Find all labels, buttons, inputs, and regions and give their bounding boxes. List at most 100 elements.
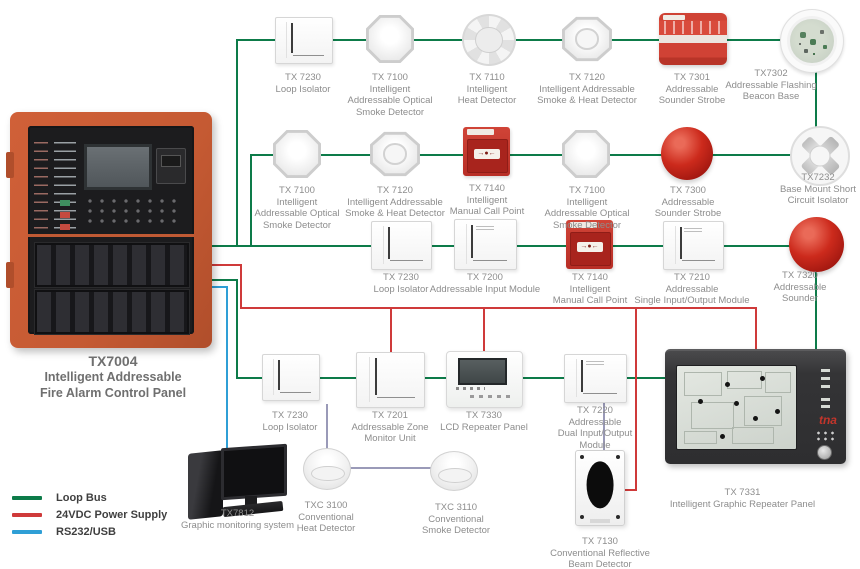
zone-led-dot xyxy=(734,400,740,406)
zone-led-dot xyxy=(774,409,780,415)
label-line: Heat Detector xyxy=(296,523,356,534)
wire-loop-bus-riser-right1 xyxy=(815,39,817,157)
label-line: Heat Detector xyxy=(457,95,517,106)
label-line: Smoke Detector xyxy=(552,219,622,231)
screw xyxy=(616,515,620,519)
label-line: Addressable xyxy=(773,281,827,293)
beam-lens xyxy=(586,461,614,509)
device-tx7210-single-io-module xyxy=(663,221,724,270)
wire-loop-bus-riser-left4 xyxy=(236,279,238,379)
status-led xyxy=(820,376,830,380)
label-line: LCD Repeater Panel xyxy=(440,421,528,433)
label-line: Manual Call Point xyxy=(552,295,628,306)
label-line: Intelligent Addressable xyxy=(347,196,443,208)
panel-divider xyxy=(28,234,194,237)
wire-loop-bus-row1 xyxy=(236,39,814,41)
wire-loop-bus-exit-row4 xyxy=(212,279,238,281)
module-print xyxy=(475,226,495,233)
module-line xyxy=(279,391,312,393)
floorplan-room xyxy=(684,372,722,396)
device-tx7100-smoke-detector-row1 xyxy=(365,14,415,64)
label-line: TX 7140 xyxy=(469,183,505,194)
lcd-buttons xyxy=(469,394,513,399)
label-line: Loop Isolator xyxy=(373,283,429,295)
device-tx7300-sounder-strobe xyxy=(661,127,713,180)
label-line: TXC 3110 xyxy=(434,502,478,513)
legend-label: 24VDC Power Supply xyxy=(56,508,168,521)
wire-loop-bus-riser-left2 xyxy=(250,154,252,246)
label-line: Intelligent Addressable xyxy=(539,83,635,95)
label-line: TX 7220 xyxy=(577,405,613,416)
device-tx7331-graphic-repeater-panel: tna xyxy=(665,349,846,464)
isolator-center xyxy=(809,145,831,167)
label-line: Base Mount Short xyxy=(779,183,857,195)
panel-red-button xyxy=(60,224,70,230)
label-line: Intelligent xyxy=(369,83,411,95)
label-line: TX 7100 xyxy=(279,185,315,196)
callpoint-label-strip xyxy=(569,222,597,229)
device-tx7302-flashing-beacon-base xyxy=(780,9,844,73)
label-line: Addressable xyxy=(661,196,715,208)
label-line: Conventional xyxy=(298,511,354,523)
device-tx7120-smoke-heat-detector-row2 xyxy=(369,131,421,177)
floorplan-display xyxy=(675,364,798,451)
panel-green-button xyxy=(60,200,70,206)
label-line: Monitor Unit xyxy=(364,433,416,444)
device-tx7232-short-circuit-isolator xyxy=(790,126,850,186)
pc-monitor xyxy=(221,443,287,501)
device-tx7100-smoke-detector-row2b xyxy=(561,129,611,179)
zone-led-dot xyxy=(760,375,766,381)
wire-loop-bus-riser-left1 xyxy=(236,39,238,247)
device-tx7120-smoke-heat-detector-row1 xyxy=(561,16,613,62)
label-line: Smoke Detector xyxy=(355,106,425,118)
label-line: Smoke Detector xyxy=(421,525,491,536)
panel-indicator-labels xyxy=(34,142,48,230)
label-line: Module xyxy=(579,439,611,451)
device-tx7301-sounder-strobe xyxy=(659,13,727,65)
zone-led-dot xyxy=(753,415,759,421)
panel-hinge xyxy=(6,262,14,288)
wire-tx7220-to-beam xyxy=(603,400,605,455)
label-line: Loop Isolator xyxy=(262,421,318,433)
label-line: Conventional xyxy=(428,513,484,525)
detector-ring xyxy=(575,28,599,50)
module-line xyxy=(377,397,415,399)
legend-swatch-loop-bus xyxy=(12,495,42,500)
panel-keypad xyxy=(84,196,180,228)
legend-swatch-power xyxy=(12,512,42,517)
label-line: TX 7110 xyxy=(469,72,505,83)
label-line: TX 7120 xyxy=(569,72,605,83)
label-line: Addressable xyxy=(665,283,719,295)
device-tx7230-loop-isolator-row1 xyxy=(275,17,333,64)
panel-name-line: Fire Alarm Control Panel xyxy=(39,386,187,400)
device-tx7812-monitoring-pc xyxy=(183,440,288,520)
label-line: Addressable Zone xyxy=(351,421,429,433)
module-line xyxy=(583,393,618,395)
panel-door xyxy=(28,126,194,335)
legend-item-power: 24VDC Power Supply xyxy=(12,506,167,523)
callpoint-press-icon: →●← xyxy=(576,242,603,253)
label-line: TX 7330 xyxy=(466,410,502,421)
device-tx7201-zone-monitor-unit xyxy=(356,352,425,408)
floorplan-room xyxy=(765,372,792,393)
module-print xyxy=(684,228,702,234)
label-line: Single Input/Output Module xyxy=(634,295,750,306)
device-tx7140-call-point-row3: →●← xyxy=(566,220,613,269)
wire-power-exit xyxy=(212,264,242,266)
label-line: TX 7331 xyxy=(724,487,761,498)
panel-name-line: Intelligent Addressable xyxy=(44,370,182,384)
legend-label: RS232/USB xyxy=(56,525,116,538)
label-line: TXC 3100 xyxy=(304,500,348,511)
panel-module-row xyxy=(34,289,190,335)
